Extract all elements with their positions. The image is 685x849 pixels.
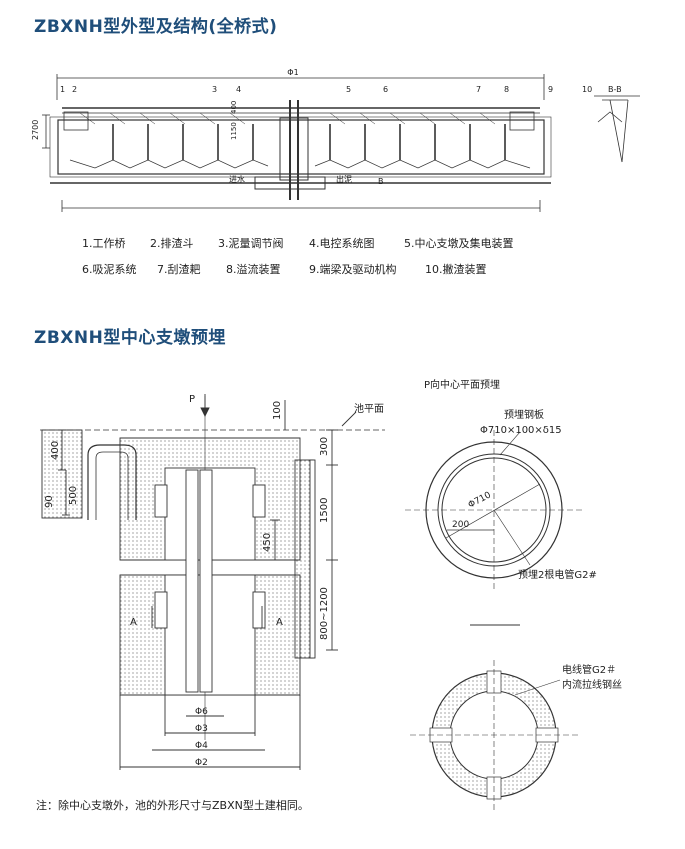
legend-item-9: 9.端梁及驱动机构 [309, 263, 397, 276]
dim-100: 100 [272, 401, 283, 420]
label-embedded-plate: 预埋钢板 [504, 408, 544, 421]
label-arrow-6: 6 [383, 85, 388, 94]
callout-5: 5 [346, 85, 351, 94]
plan-labels: P向中心平面预埋 预埋钢板 Φ710×100×δ15 Φ710 200 预埋2根… [424, 378, 622, 691]
dim-800-1200: 800~1200 [319, 587, 330, 640]
pier-labels: P 池平面 100 300 1500 450 800~1200 400 500 … [44, 394, 384, 768]
dim-500-left: 500 [68, 486, 79, 505]
callout-1: 1 [60, 85, 65, 94]
dim-200: 200 [452, 520, 469, 530]
dim-phi2: Φ2 [195, 758, 208, 768]
label-pipe: 电线管G2＃ [562, 663, 616, 676]
legend-item-10: 10.撇渣装置 [425, 263, 487, 276]
callout-10: 10 [582, 85, 592, 94]
label-wire: 内流拉线钢丝 [562, 678, 622, 691]
footnote: 注：除中心支墩外，池的外形尺寸与ZBXN型土建相同。 [36, 799, 309, 812]
dim-300: 300 [319, 437, 330, 456]
dim-1500: 1500 [319, 498, 330, 523]
label-bb: B-B [608, 85, 622, 94]
label-p: P [189, 394, 195, 405]
label-section-b: B [378, 177, 384, 186]
dim-phi4: Φ4 [195, 741, 208, 751]
label-plate-spec: Φ710×100×δ15 [480, 425, 562, 436]
callout-8: 8 [504, 85, 509, 94]
dim-phi710: Φ710 [467, 490, 493, 510]
legend-item-7: 7.刮渣耙 [157, 263, 201, 276]
legend-item-8: 8.溢流装置 [226, 263, 281, 276]
label-a-left: A [130, 617, 137, 628]
callout-2: 2 [72, 85, 77, 94]
dim-90-left: 90 [44, 495, 55, 508]
label-inlet: 进水 [229, 174, 245, 184]
page-title-pier: ZBXNH型中心支墩预埋 [34, 328, 226, 348]
callout-9: 9 [548, 85, 553, 94]
dim-400: 400 [230, 101, 238, 114]
legend-item-1: 1.工作桥 [82, 237, 126, 250]
dim-phi3: Φ3 [195, 724, 208, 734]
legend-item-5: 5.中心支墩及集电装置 [404, 237, 514, 250]
legend-item-2: 2.排渣斗 [150, 237, 194, 250]
legend-item-6: 6.吸泥系统 [82, 263, 137, 276]
page-title-structure: ZBXNH型外型及结构(全桥式) [34, 17, 278, 37]
dim-400-left: 400 [50, 441, 61, 460]
tank-labels: Φ1 2700 400 1150 进水 出泥 B 6 B-B 1 2 3 4 5… [31, 68, 622, 186]
plan-title: P向中心平面预埋 [424, 378, 500, 391]
dim-450: 450 [262, 533, 273, 552]
label-pool-level: 池平面 [354, 402, 384, 415]
label-conduit: 预埋2根电管G2# [518, 568, 597, 581]
dim-phi1: Φ1 [287, 68, 298, 77]
callout-3: 3 [212, 85, 217, 94]
dim-1150: 1150 [230, 122, 238, 140]
plan-view-drawing [405, 430, 582, 812]
tank-structure-drawing [42, 74, 640, 212]
callout-7: 7 [476, 85, 481, 94]
label-sludge-out: 出泥 [336, 174, 352, 184]
legend-item-4: 4.电控系统图 [309, 237, 375, 250]
legend-item-3: 3.泥量调节阀 [218, 237, 284, 250]
label-a-right: A [276, 617, 283, 628]
pier-section-drawing [40, 394, 385, 770]
dim-phi6: Φ6 [195, 707, 208, 717]
dim-2700: 2700 [31, 120, 40, 140]
callout-4: 4 [236, 85, 241, 94]
